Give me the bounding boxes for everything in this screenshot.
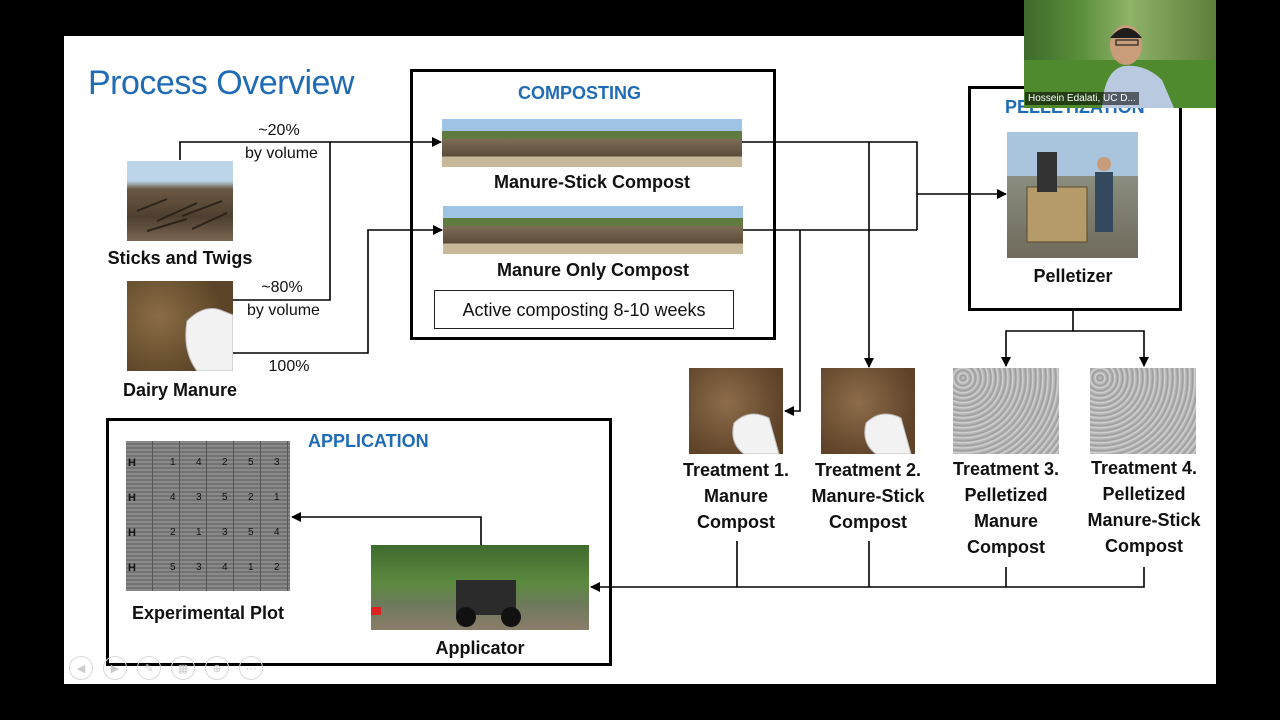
application-header: APPLICATION — [308, 431, 429, 451]
plot-cell-number: 5 — [222, 492, 228, 503]
sticks-texture — [136, 198, 228, 232]
plot-cell-number: 4 — [170, 492, 176, 503]
treatment1-photo — [689, 368, 783, 454]
plot-cell-number: 1 — [248, 562, 254, 573]
webcam-participant-name: Hossein Edalati, UC D... — [1025, 92, 1139, 105]
plot-cell-number: 1 — [170, 457, 176, 468]
plot-cell-number: 4 — [274, 527, 280, 538]
applicator-photo — [371, 545, 589, 630]
plot-cell-number: 2 — [170, 527, 176, 538]
plot-cell-number: 1 — [196, 527, 202, 538]
manure-only-compost-label: Manure Only Compost — [496, 260, 689, 280]
treatment3-photo — [953, 368, 1059, 454]
plot-cell-number: 4 — [196, 457, 202, 468]
plot-grid — [126, 441, 290, 591]
pct20-unit: by volume — [245, 145, 318, 162]
pct80-unit: by volume — [247, 302, 320, 319]
active-composting-note: Active composting 8-10 weeks — [434, 290, 734, 329]
plot-cell-number: 3 — [274, 457, 280, 468]
pct100-label: 100% — [268, 358, 310, 375]
composting-box — [410, 69, 776, 340]
pelletizer-photo — [1007, 132, 1138, 258]
flow-arrows — [179, 137, 1149, 592]
pelletizer-label: Pelletizer — [1033, 266, 1113, 286]
webcam-overlay: Hossein Edalati, UC D... — [1024, 0, 1216, 108]
more-icon[interactable]: ⋯ — [239, 656, 263, 680]
plot-row-id: H — [128, 457, 136, 469]
plot-cell-number: 3 — [196, 562, 202, 573]
plot-cell-number: 1 — [274, 492, 280, 503]
plot-cell-number: 2 — [222, 457, 228, 468]
pct20-label: ~20% — [258, 122, 300, 139]
plot-cell-number: 5 — [248, 457, 254, 468]
plot-cell-number: 5 — [248, 527, 254, 538]
experimental-plot-label: Experimental Plot — [131, 603, 285, 623]
slide-title: Process Overview — [88, 64, 354, 102]
sticks-twigs-photo — [127, 161, 233, 241]
arrow-pelletizer-to-t4 — [1073, 330, 1149, 367]
manure-stick-compost-label: Manure-Stick Compost — [493, 172, 691, 192]
glove-icon — [732, 413, 780, 454]
glove-icon — [185, 308, 233, 371]
arrow-sticks-to-manure-stick — [179, 137, 442, 160]
arrow-manure-stick-out — [742, 141, 918, 230]
glove-icon — [864, 413, 912, 454]
pelletizer-machine — [1026, 152, 1113, 243]
applicator-label: Applicator — [435, 638, 525, 658]
plot-cell-number: 2 — [274, 562, 280, 573]
plot-cell-number: 5 — [170, 562, 176, 573]
plot-cell-number: 2 — [248, 492, 254, 503]
sticks-label: Sticks and Twigs — [107, 248, 253, 268]
applicator-machine — [371, 580, 521, 627]
arrow-applicator-to-plot — [291, 512, 482, 545]
slides-icon[interactable]: ▦ — [171, 656, 195, 680]
slide: Process Overview Sticks and Twigs Dairy … — [64, 36, 1216, 684]
treatment4-photo — [1090, 368, 1196, 454]
arrow-manure80-to-manure-stick — [233, 142, 331, 301]
arrow-manure-only-to-t1 — [784, 230, 801, 416]
pen-icon[interactable]: ✎ — [137, 656, 161, 680]
plot-cell-number: 3 — [222, 527, 228, 538]
application-box — [106, 418, 612, 666]
manure-stick-compost-photo — [442, 119, 742, 167]
pct80-label: ~80% — [261, 279, 303, 296]
treatment2-photo — [821, 368, 915, 454]
arrow-t4-to-applicator — [590, 567, 1145, 592]
plot-row-id: H — [128, 527, 136, 539]
next-icon[interactable]: ▶ — [103, 656, 127, 680]
composting-header: COMPOSTING — [518, 83, 642, 103]
plot-row-id: H — [128, 562, 136, 574]
prev-icon[interactable]: ◀ — [69, 656, 93, 680]
manure-only-compost-photo — [443, 206, 743, 254]
plot-row-id: H — [128, 492, 136, 504]
arrow-manure100-to-manure-only — [233, 225, 443, 354]
manure-label: Dairy Manure — [122, 380, 238, 400]
dairy-manure-photo — [127, 281, 233, 371]
zoom-icon[interactable]: ⊕ — [205, 656, 229, 680]
plot-cell-number: 4 — [222, 562, 228, 573]
arrow-pelletizer-split — [1001, 311, 1074, 367]
plot-cell-number: 3 — [196, 492, 202, 503]
